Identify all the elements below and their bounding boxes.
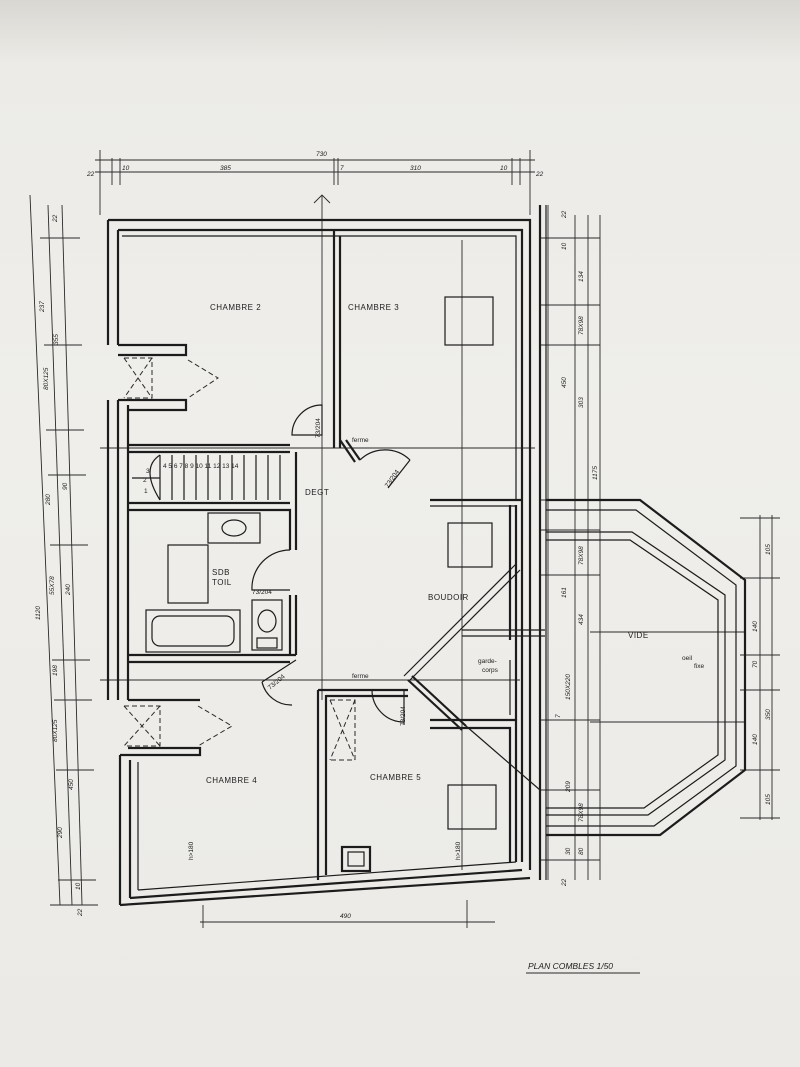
dim-right-g: 1175	[592, 466, 599, 480]
dim-top-e: 10	[500, 165, 508, 172]
dim-right-n: 78X98	[578, 803, 585, 822]
label-degt: DEGT	[305, 488, 329, 497]
room-labels: CHAMBRE 2 CHAMBRE 3 DEGT SDB TOIL BOUDOI…	[206, 303, 705, 785]
note-door-1: 73/204	[315, 418, 322, 438]
label-boudoir: BOUDOIR	[428, 593, 469, 602]
dim-top-g: 22	[86, 171, 95, 178]
label-corps: corps	[482, 667, 499, 674]
plan-title: PLAN COMBLES 1/50	[528, 961, 613, 971]
dim-right-k: 150X220	[565, 674, 572, 700]
dim-right-l: 7	[555, 714, 562, 718]
dim-vide-e: 140	[752, 734, 759, 745]
label-vide: VIDE	[628, 631, 649, 640]
dim-right-i: 161	[561, 587, 568, 598]
dim-top-c: 7	[340, 165, 344, 172]
dim-left-m: 10	[75, 882, 82, 890]
dim-right-q: 22	[561, 878, 568, 887]
dim-top-f: 22	[535, 171, 544, 178]
dim-left-n: 22	[77, 908, 84, 917]
stair-step-2: 2	[143, 477, 147, 484]
bottom-dimension: 490	[200, 900, 495, 928]
door-swings	[251, 404, 411, 724]
label-chambre-5: CHAMBRE 5	[370, 773, 421, 782]
dim-left-total: 1120	[35, 606, 42, 620]
dim-right-b: 10	[561, 242, 568, 250]
dim-right-h: 78X98	[578, 546, 585, 565]
dim-left-c: 355	[53, 334, 60, 345]
dim-vide-f: 105	[765, 794, 772, 805]
plan-title-block: PLAN COMBLES 1/50	[526, 961, 640, 974]
exterior-walls	[106, 205, 547, 907]
interior-walls	[118, 230, 545, 880]
label-chambre-2: CHAMBRE 2	[210, 303, 261, 312]
label-oeil: oeil	[682, 655, 693, 662]
left-dimension-chains: 1120 22 237 355 80X125 280 90 55X78 240 …	[29, 194, 98, 917]
label-chambre-3: CHAMBRE 3	[348, 303, 399, 312]
note-h180-b: h>180	[455, 841, 462, 860]
dim-left-g: 55X78	[49, 576, 56, 595]
dim-vide-c: 70	[752, 660, 759, 668]
dim-bottom: 490	[340, 913, 351, 920]
dim-right-f: 450	[561, 377, 568, 388]
dim-vide-d: 350	[765, 709, 772, 720]
dim-left-a: 22	[52, 214, 59, 223]
dim-left-j: 80X125	[52, 719, 59, 742]
dim-vide-b: 140	[752, 621, 759, 632]
dim-left-i: 198	[52, 665, 59, 676]
cupboards	[123, 357, 356, 761]
axis-lines	[100, 194, 745, 870]
dim-right-d: 78X98	[578, 316, 585, 335]
dim-top-d: 310	[410, 165, 421, 172]
dim-right-o: 30	[565, 847, 572, 855]
dim-left-f: 90	[62, 482, 69, 490]
dim-right-c: 134	[578, 271, 585, 282]
note-door-2: 73/204	[384, 469, 401, 490]
dim-right-m: 209	[565, 781, 572, 793]
top-dimension-chain: 730 10 385 7 310 10 22 22	[86, 150, 544, 215]
dim-left-e: 280	[45, 494, 52, 506]
dim-right-p: 80	[578, 847, 585, 855]
staircase: 1 2 3 4 5 6 7 8 9 10 11 12 13 14	[132, 454, 281, 501]
label-fixe: fixe	[694, 663, 705, 670]
vide-bay	[546, 498, 747, 837]
note-h180-a: h>180	[188, 841, 195, 860]
stair-step-1: 1	[144, 488, 148, 495]
dim-left-l: 290	[57, 827, 64, 839]
dim-left-d: 80X125	[43, 367, 50, 390]
dim-top-total: 730	[316, 151, 327, 158]
dim-right-e: 303	[578, 397, 585, 408]
note-door-4: 73/204	[267, 673, 287, 691]
dim-left-b: 237	[39, 301, 46, 313]
label-garde: garde-	[478, 658, 497, 665]
note-door-3: 73/204	[252, 589, 272, 596]
vide-dimension-chain: 105 140 70 350 140 105	[740, 515, 780, 820]
dim-right-a: 22	[561, 210, 568, 219]
note-ferme-bottom: ferme	[352, 673, 369, 680]
dim-top-b: 385	[220, 165, 231, 172]
dim-vide-a: 105	[765, 544, 772, 555]
stair-steps-sequence: 4 5 6 7 8 9 10 11 12 13 14	[163, 463, 239, 470]
dim-top-a: 10	[122, 165, 130, 172]
stair-step-3: 3	[146, 468, 150, 475]
dim-right-j: 434	[578, 614, 585, 625]
note-ferme-top: ferme	[352, 437, 369, 444]
dim-left-k: 450	[68, 779, 75, 790]
label-chambre-4: CHAMBRE 4	[206, 776, 257, 785]
label-sdb: SDB	[212, 568, 230, 577]
dim-left-h: 240	[65, 584, 72, 596]
bathroom-fixtures	[145, 512, 283, 653]
right-dimension-chains: 22 10 134 78X98 303 450 1175 78X98 161 4…	[540, 205, 601, 887]
note-door-5: 73/204	[400, 706, 407, 726]
label-toil: TOIL	[212, 578, 232, 587]
